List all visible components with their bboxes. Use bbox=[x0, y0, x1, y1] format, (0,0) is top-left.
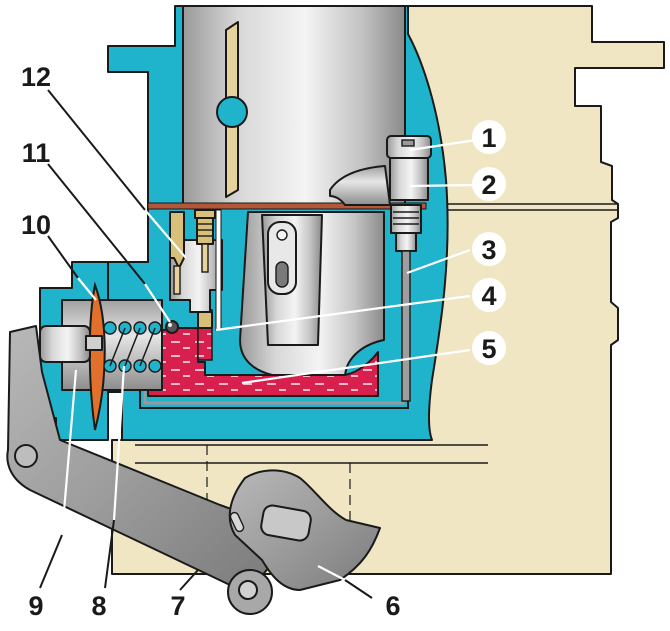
jet-block bbox=[169, 209, 223, 331]
metering-screw-assembly bbox=[329, 135, 432, 402]
callout-label-5: 5 bbox=[481, 334, 496, 364]
pump-mechanism bbox=[39, 281, 163, 431]
venturi bbox=[239, 211, 385, 379]
diaphragm bbox=[88, 281, 106, 431]
callout-label-9: 9 bbox=[28, 591, 43, 621]
gasket bbox=[147, 202, 427, 210]
callout-label-1: 1 bbox=[481, 123, 496, 153]
carburetor-body bbox=[111, 5, 665, 575]
callout-label-4: 4 bbox=[481, 281, 496, 311]
callout-5: 5 bbox=[472, 331, 506, 365]
callout-label-11: 11 bbox=[22, 138, 51, 168]
callout-4: 4 bbox=[472, 278, 506, 312]
choke-shaft bbox=[216, 96, 248, 128]
callout-label-10: 10 bbox=[21, 210, 51, 240]
pump-cam bbox=[228, 469, 381, 591]
callout-label-12: 12 bbox=[21, 62, 51, 92]
callout-1: 1 bbox=[472, 120, 506, 154]
callout-label-2: 2 bbox=[481, 170, 496, 200]
callout-3: 3 bbox=[472, 232, 506, 266]
callout-label-8: 8 bbox=[91, 591, 106, 621]
callout-2: 2 bbox=[472, 167, 506, 201]
callout-label-6: 6 bbox=[385, 591, 400, 621]
callout-label-7: 7 bbox=[170, 591, 185, 621]
check-valve-ball bbox=[165, 320, 179, 334]
callout-label-3: 3 bbox=[481, 235, 496, 265]
pump-lever bbox=[6, 325, 276, 615]
callout-leaders bbox=[39, 89, 477, 599]
